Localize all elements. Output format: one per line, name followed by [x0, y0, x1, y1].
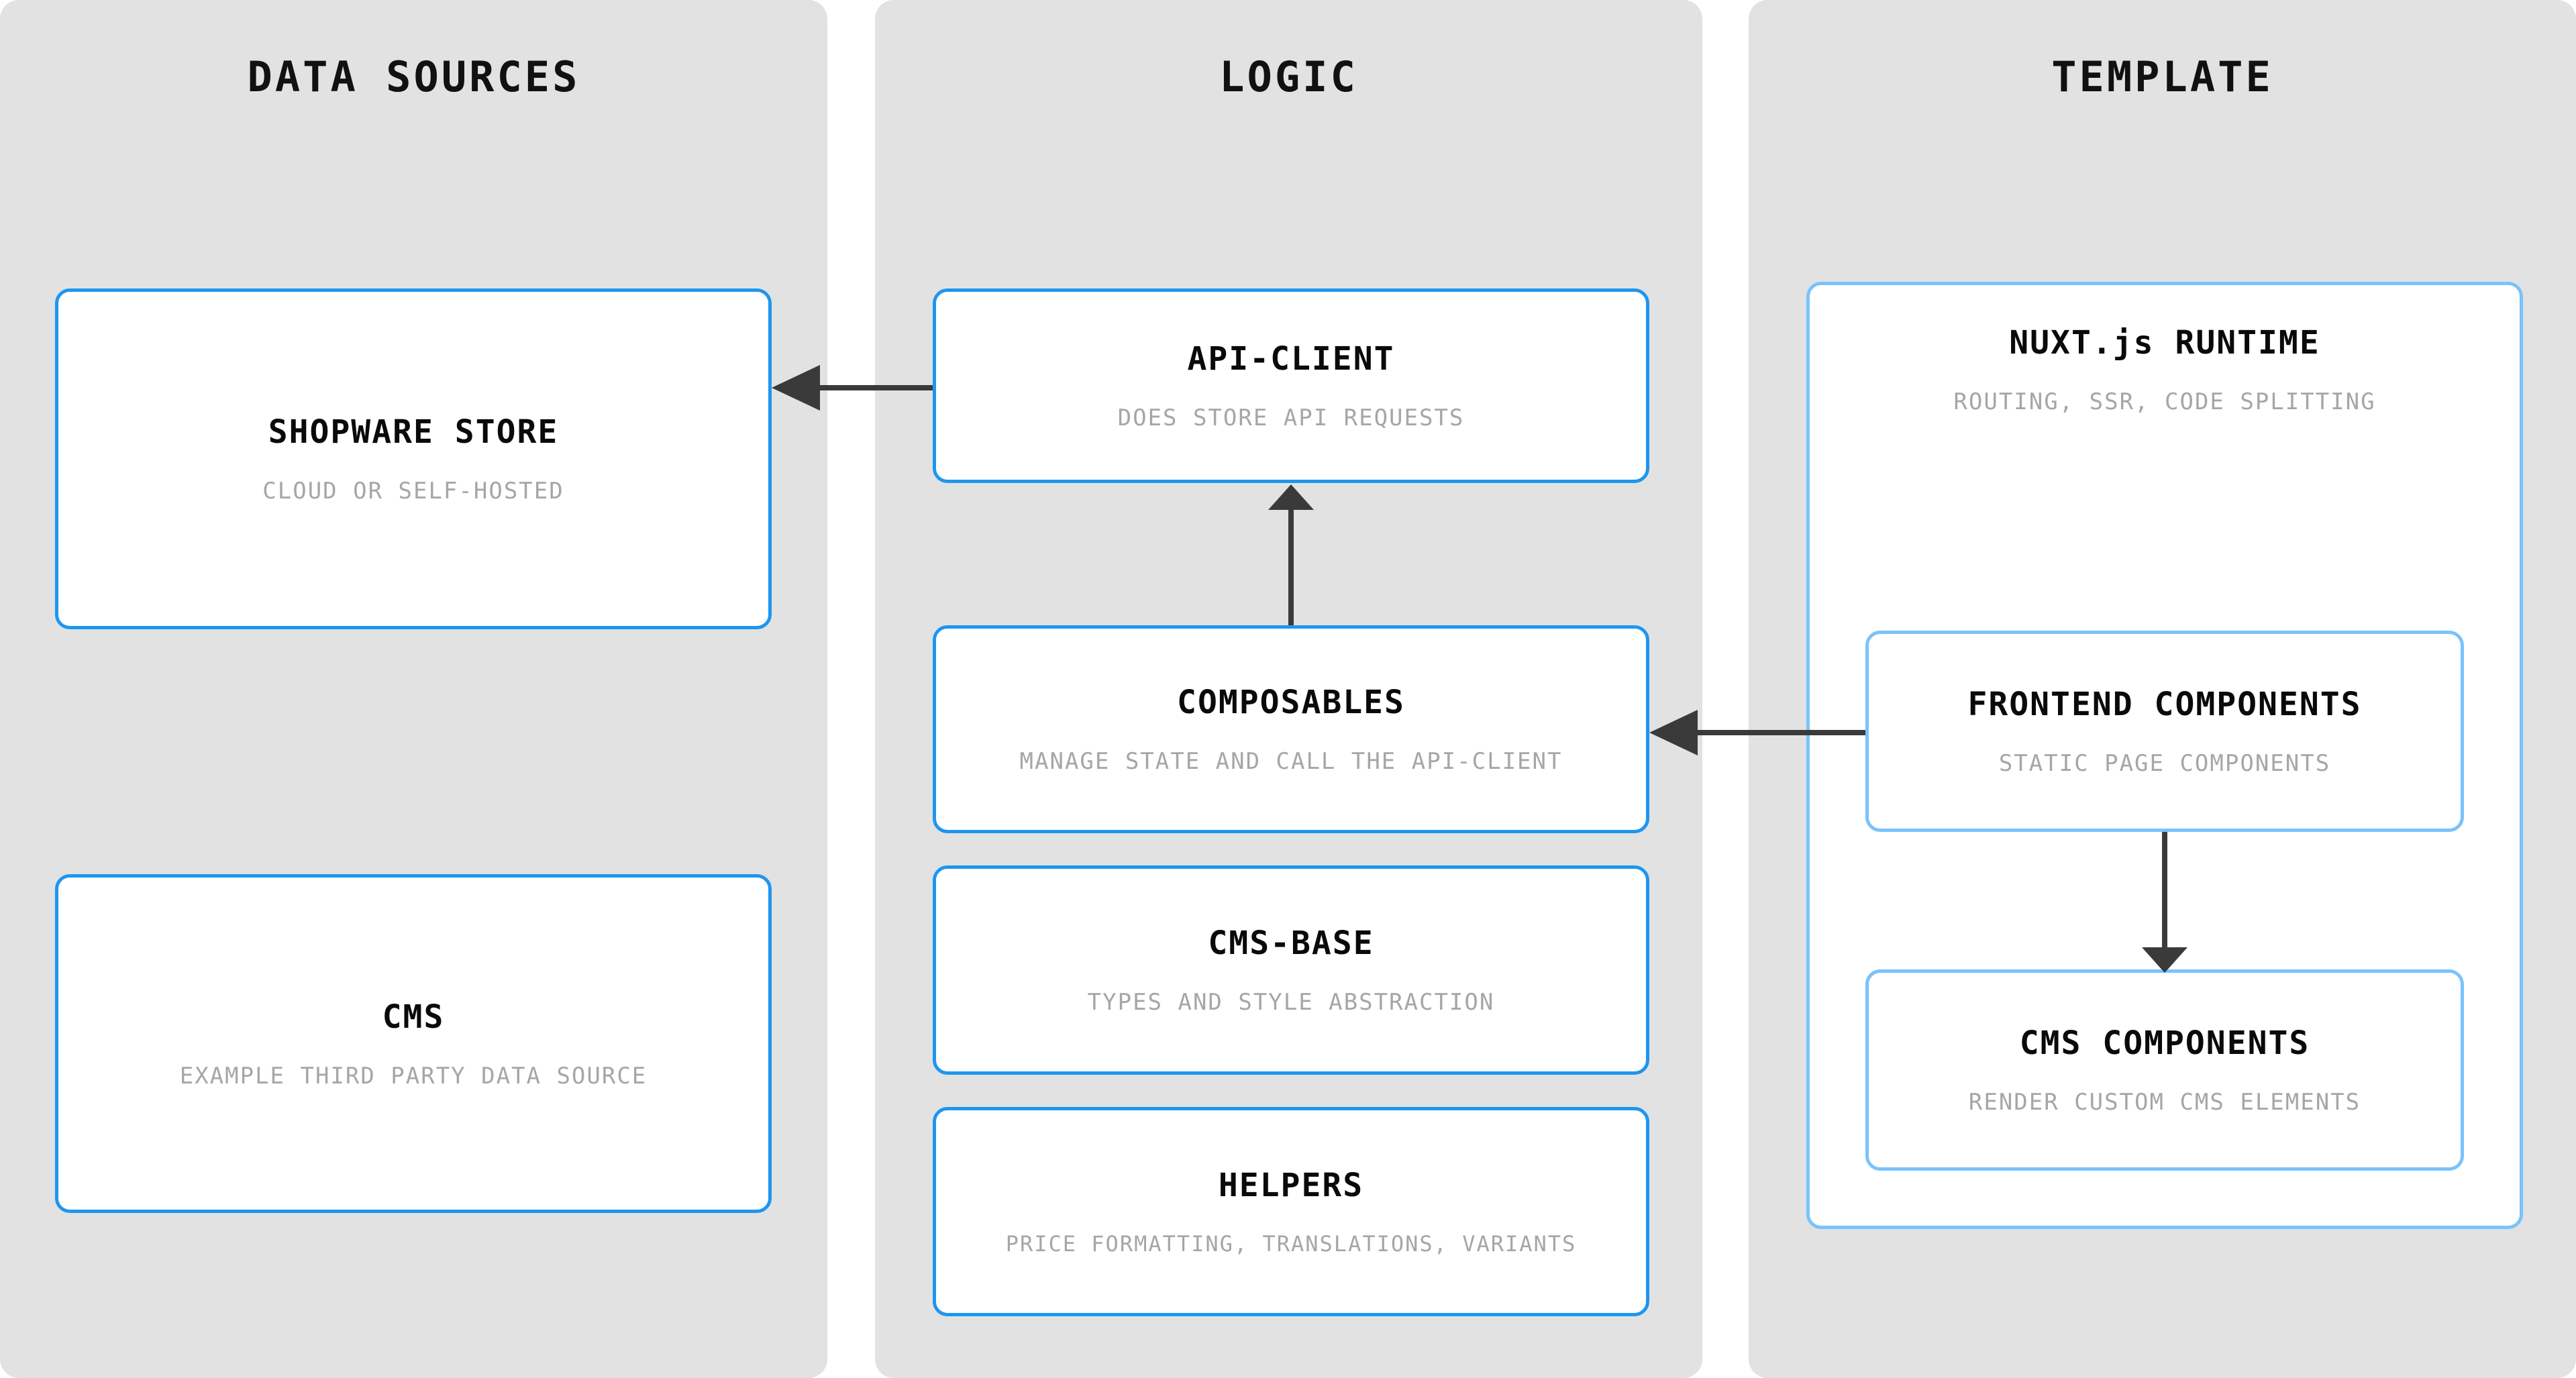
node-cms-base-subtitle: TYPES AND STYLE ABSTRACTION: [1087, 989, 1495, 1016]
node-composables-title: COMPOSABLES: [1177, 684, 1405, 721]
node-frontend-components-subtitle: STATIC PAGE COMPONENTS: [1998, 750, 2331, 777]
node-api-client-subtitle: DOES STORE API REQUESTS: [1117, 405, 1465, 431]
node-cms-components-subtitle: RENDER CUSTOM CMS ELEMENTS: [1968, 1089, 2361, 1116]
node-cms-components-title: CMS COMPONENTS: [2019, 1024, 2310, 1062]
node-api-client[interactable]: API-CLIENT DOES STORE API REQUESTS: [933, 288, 1649, 483]
node-nuxt-runtime-subtitle: ROUTING, SSR, CODE SPLITTING: [1953, 388, 2376, 415]
node-frontend-components-title: FRONTEND COMPONENTS: [1967, 686, 2362, 723]
node-shopware-store-subtitle: CLOUD OR SELF-HOSTED: [262, 478, 564, 505]
node-cms-title: CMS: [382, 998, 445, 1036]
column-title-logic: LOGIC: [1219, 52, 1358, 101]
node-helpers-title: HELPERS: [1218, 1167, 1364, 1204]
node-cms[interactable]: CMS EXAMPLE THIRD PARTY DATA SOURCE: [55, 874, 772, 1213]
node-frontend-components[interactable]: FRONTEND COMPONENTS STATIC PAGE COMPONEN…: [1865, 631, 2464, 832]
node-helpers-subtitle: PRICE FORMATTING, TRANSLATIONS, VARIANTS: [1005, 1231, 1577, 1257]
node-api-client-title: API-CLIENT: [1187, 340, 1395, 378]
column-title-data-sources: DATA SOURCES: [247, 52, 580, 101]
node-cms-subtitle: EXAMPLE THIRD PARTY DATA SOURCE: [179, 1062, 648, 1090]
column-title-template: TEMPLATE: [2051, 52, 2273, 101]
node-cms-base-title: CMS-BASE: [1208, 924, 1374, 962]
node-shopware-store[interactable]: SHOPWARE STORE CLOUD OR SELF-HOSTED: [55, 288, 772, 629]
node-cms-components[interactable]: CMS COMPONENTS RENDER CUSTOM CMS ELEMENT…: [1865, 969, 2464, 1171]
node-nuxt-runtime-title: NUXT.js RUNTIME: [2009, 324, 2320, 362]
node-helpers[interactable]: HELPERS PRICE FORMATTING, TRANSLATIONS, …: [933, 1107, 1649, 1316]
node-cms-base[interactable]: CMS-BASE TYPES AND STYLE ABSTRACTION: [933, 865, 1649, 1075]
node-composables[interactable]: COMPOSABLES MANAGE STATE AND CALL THE AP…: [933, 625, 1649, 833]
node-shopware-store-title: SHOPWARE STORE: [268, 413, 559, 451]
node-composables-subtitle: MANAGE STATE AND CALL THE API-CLIENT: [1019, 748, 1563, 775]
